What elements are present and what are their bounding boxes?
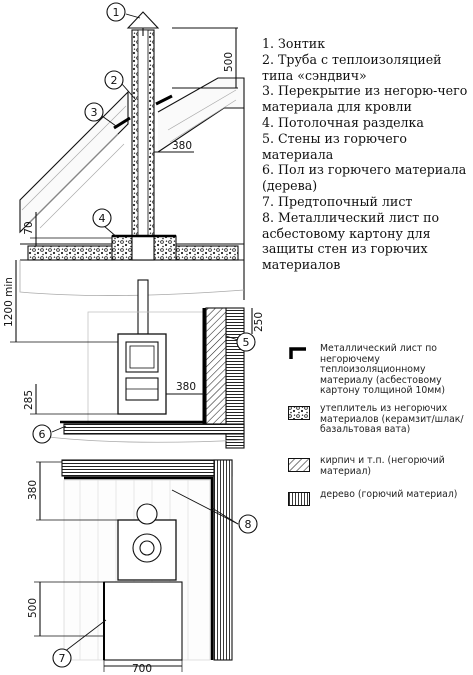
insulation-swatch — [288, 406, 310, 420]
callout-5-label: 5 — [243, 336, 250, 349]
wood-swatch — [288, 492, 310, 506]
callout-3 — [84, 102, 104, 122]
umbrella-cap — [126, 11, 160, 29]
plan-wall-top — [61, 459, 233, 477]
legend-item-4: 4. Потолочная разделка — [262, 114, 424, 130]
key-wood: дерево (горючий материал) — [320, 489, 458, 500]
callout-4-label: 4 — [99, 212, 106, 225]
dim-250: 250 — [253, 312, 265, 332]
dim-285: 285 — [23, 390, 35, 410]
callout-4 — [92, 208, 112, 228]
callout-7-label: 7 — [59, 652, 66, 665]
dim-700: 700 — [132, 663, 152, 675]
ceiling-insulation — [27, 245, 113, 261]
roof-passthrough-metal — [113, 116, 131, 130]
component-legend: 1. Зонтик 2. Труба с теплоизоляцией типа… — [262, 36, 470, 273]
callout-2 — [104, 70, 124, 90]
callout-8-label: 8 — [245, 518, 252, 531]
callout-3-label: 3 — [91, 106, 98, 119]
dim-380-pipe: 380 — [172, 140, 192, 152]
plan-wall-right — [213, 459, 233, 661]
callout-6 — [32, 424, 52, 444]
legend-item-5: 5. Стены из горючего материала — [262, 130, 407, 162]
dim-380-wall: 380 — [176, 381, 196, 393]
roof-slope-right — [157, 77, 245, 153]
brick-swatch — [288, 458, 310, 472]
dim-1200-min: 1200 min — [3, 277, 15, 327]
callout-5 — [236, 332, 256, 352]
callout-leaders — [51, 13, 239, 653]
callout-2-label: 2 — [111, 74, 118, 87]
wall-brick-elevation — [205, 307, 227, 425]
callout-8 — [238, 514, 258, 534]
key-metal-sheet: Металлический лист по негорючему теплоиз… — [320, 343, 445, 397]
callout-1 — [106, 2, 126, 22]
legend-item-6: 6. Пол из горючего материала (дерева) — [262, 162, 467, 194]
legend-item-8: 8. Металлический лист по асбестовому кар… — [262, 209, 440, 273]
dim-380-plan: 380 — [27, 480, 39, 500]
metal-sheet-swatch — [289, 347, 306, 359]
elevation-view — [10, 11, 253, 449]
dim-500-top: 500 — [223, 52, 235, 72]
plan-stove — [117, 519, 177, 581]
legend-item-7: 7. Предтопочный лист — [262, 193, 413, 209]
key-insulation: утеплитель из негорючих материалов (кера… — [320, 403, 464, 436]
legend-item-1: 1. Зонтик — [262, 36, 326, 51]
legend-item-3: 3. Перекрытие из негорю-чего материала д… — [262, 83, 468, 115]
floor-wood — [63, 423, 245, 435]
legend-item-2: 2. Труба с теплоизоляцией типа «сэндвич» — [262, 51, 442, 83]
dim-70: 70 — [23, 221, 35, 234]
callout-1-label: 1 — [113, 6, 120, 19]
callout-6-label: 6 — [39, 428, 46, 441]
dim-500-plan: 500 — [27, 598, 39, 618]
plan-view — [34, 459, 233, 672]
key-brick: кирпич и т.п. (негорючий материал) — [320, 455, 445, 477]
roof-slope — [19, 90, 129, 234]
callout-7 — [52, 648, 72, 668]
pre-furnace-sheet — [103, 581, 183, 661]
